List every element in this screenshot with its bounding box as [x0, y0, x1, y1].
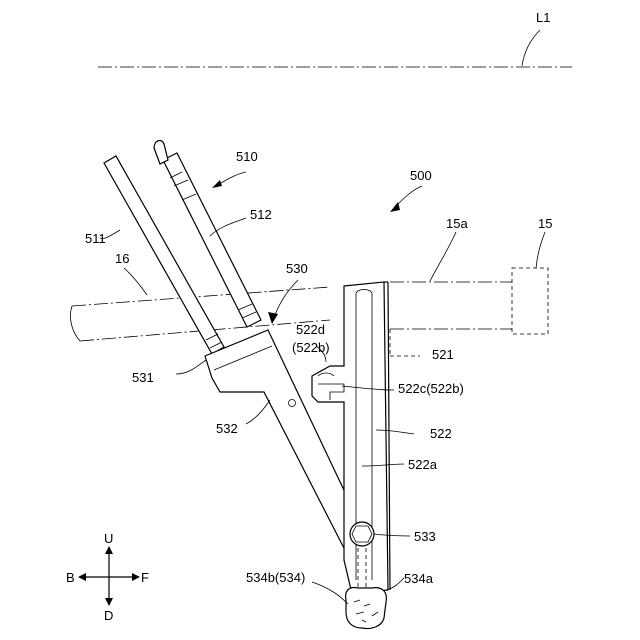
- label-533: 533: [414, 529, 436, 544]
- label-15a: 15a: [446, 216, 468, 231]
- reference-line-l1: L1: [98, 10, 572, 67]
- rod-assembly-510: 511 512 510: [85, 141, 272, 354]
- compass-up: U: [104, 531, 113, 546]
- label-522b-paren: (522b): [292, 340, 330, 355]
- label-532: 532: [216, 421, 238, 436]
- label-522d: 522d: [296, 322, 325, 337]
- label-511: 511: [85, 231, 106, 246]
- label-510: 510: [236, 149, 258, 164]
- label-16: 16: [115, 251, 129, 266]
- label-l1: L1: [536, 10, 550, 25]
- compass-front: F: [141, 570, 149, 585]
- knob-534: 534a 534b(534): [246, 548, 434, 629]
- label-522: 522: [430, 426, 452, 441]
- assembly-500-pointer: 500: [390, 168, 432, 212]
- bolt-533: 533: [350, 522, 436, 546]
- label-521: 521: [432, 347, 454, 362]
- phantom-part-15: 15a 15: [390, 216, 552, 334]
- label-534a: 534a: [404, 571, 434, 586]
- label-531: 531: [132, 370, 154, 385]
- direction-compass: U D B F: [66, 531, 149, 623]
- label-530: 530: [286, 261, 308, 276]
- label-500: 500: [410, 168, 432, 183]
- label-512: 512: [250, 207, 272, 222]
- compass-down: D: [104, 608, 113, 623]
- label-522a: 522a: [408, 457, 438, 472]
- label-522c: 522c(522b): [398, 381, 464, 396]
- label-15: 15: [538, 216, 552, 231]
- label-534b: 534b(534): [246, 570, 305, 585]
- compass-back: B: [66, 570, 75, 585]
